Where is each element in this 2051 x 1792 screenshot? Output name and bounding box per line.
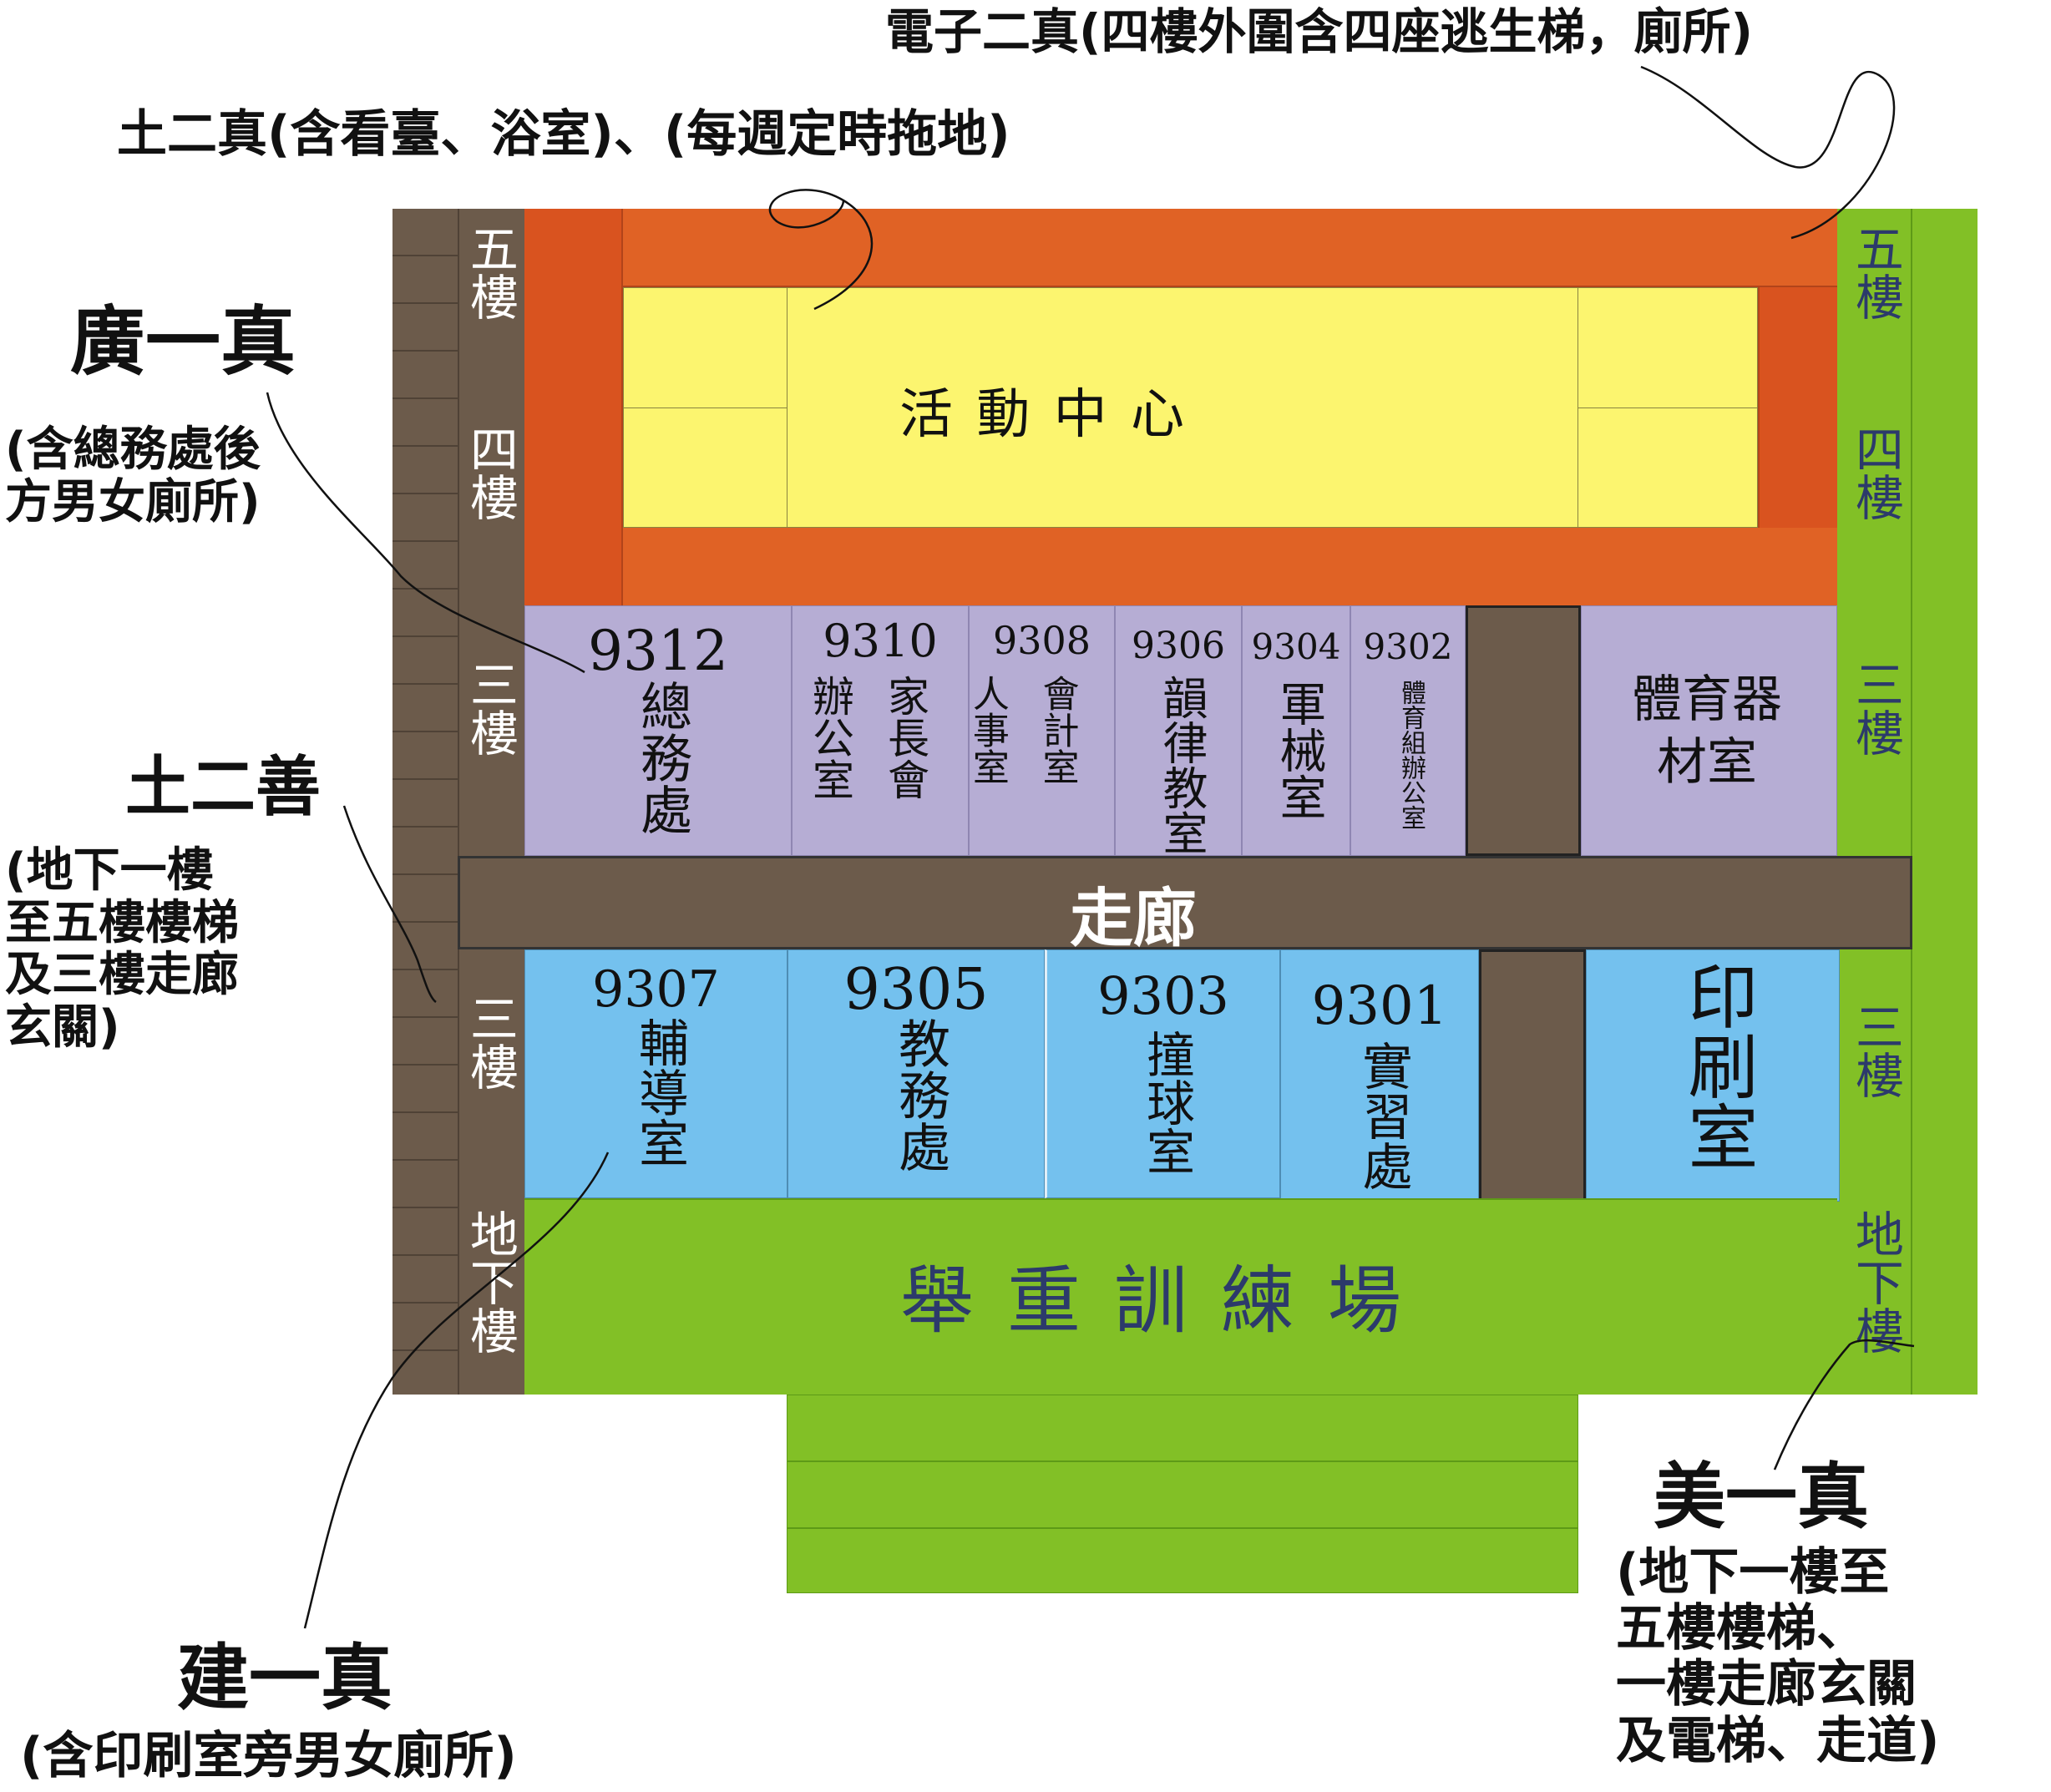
room-9301: 9301 實習處: [1280, 949, 1479, 1202]
perimeter-left-stair: [524, 209, 623, 605]
left-label-fourth: 四樓: [461, 424, 519, 521]
room-number: 9305: [843, 957, 989, 1023]
room-9304: 9304 軍械室: [1242, 605, 1350, 856]
right-floor-column: [1837, 209, 1912, 1395]
room-name: 教務處: [889, 1017, 950, 1172]
right-label-fifth: 五樓: [1846, 224, 1904, 321]
sports-equipment-room: 體育器材室: [1581, 605, 1837, 856]
room-name: 軍械室: [1272, 680, 1326, 820]
room-name: 韻律教室: [1155, 675, 1208, 855]
left-label-third-lower: 三樓: [461, 994, 519, 1091]
annotation-tu-title: 土二善: [125, 750, 322, 825]
room-number: 9301: [1311, 975, 1448, 1037]
left-stair-outer: [392, 209, 458, 1395]
corridor-label: 走廊: [1070, 881, 1197, 955]
room-9305: 9305 教務處: [787, 949, 1045, 1198]
room-number: 9306: [1132, 625, 1225, 667]
left-label-fifth: 五樓: [461, 224, 519, 321]
corridor: 走廊: [458, 856, 1912, 955]
right-stair-outer: [1912, 209, 1978, 1395]
perimeter-top-line: [623, 286, 1837, 287]
room-number: 9304: [1251, 626, 1341, 667]
annotation-electronics: 電子二真(四樓外圍含四座逃生梯，廁所): [885, 3, 1754, 60]
annotation-guang-title: 廣一真: [70, 298, 296, 386]
annotation-jian-title: 建一真: [177, 1637, 392, 1720]
room-9307: 9307 輔導室: [524, 949, 787, 1198]
room-number: 9310: [823, 615, 938, 667]
room-9302: 9302 體育組辦公室: [1350, 605, 1466, 856]
activity-center-label: 活 動 中 心: [899, 384, 1188, 446]
annotation-jian-desc: (含印刷室旁男女廁所): [20, 1727, 517, 1785]
annotation-tu-desc: (地下一樓 至五樓樓梯 及三樓走廊 玄關): [5, 843, 239, 1055]
right-label-basement: 地下樓: [1846, 1209, 1904, 1354]
room-number: 9303: [1097, 965, 1229, 1026]
room-name: 家長會辦公室: [806, 675, 929, 800]
perimeter-right-stair: [1758, 287, 1837, 528]
room-9312: 9312 總務處: [524, 605, 792, 856]
room-name: 體育組辦公室: [1396, 680, 1426, 830]
room-name: 會計室人事室: [965, 675, 1079, 785]
room-9308: 9308 會計室人事室: [965, 605, 1115, 856]
sports-room-name: 體育器材室: [1632, 671, 1782, 792]
print-room: 印刷室: [1586, 949, 1840, 1202]
right-label-fourth: 四樓: [1846, 424, 1904, 521]
room-number: 9302: [1363, 626, 1453, 667]
left-label-basement: 地下樓: [461, 1209, 519, 1354]
print-room-label: 印刷室: [1677, 960, 1759, 1171]
room-9310: 9310 家長會辦公室: [792, 605, 969, 856]
room-number: 9307: [592, 960, 720, 1019]
room-name: 撞球室: [1138, 1030, 1195, 1175]
upper-stairwell: [1466, 605, 1581, 856]
weightlifting-area: 舉 重 訓 練 場: [524, 1198, 1837, 1395]
right-label-third-upper: 三樓: [1846, 660, 1904, 757]
room-number: 9312: [588, 619, 728, 683]
left-label-third-upper: 三樓: [461, 660, 519, 757]
right-label-third-lower: 三樓: [1846, 1002, 1904, 1099]
room-9306: 9306 韻律教室: [1115, 605, 1242, 856]
annotation-mei-title: 美一真: [1653, 1455, 1869, 1539]
room-number: 9308: [992, 618, 1091, 663]
sports-equipment-label: 體育器材室: [1623, 669, 1790, 794]
room-9303: 9303 撞球室: [1045, 949, 1280, 1198]
room-name: 輔導室: [630, 1017, 689, 1167]
front-steps: [787, 1395, 1578, 1593]
room-name: 總務處: [631, 680, 692, 835]
activity-center: 活 動 中 心: [623, 287, 1758, 528]
annotation-mei-desc: (地下一樓至 五樓樓梯、 一樓走廊玄關 及電梯、走道): [1616, 1543, 1940, 1770]
room-name: 實習處: [1354, 1040, 1412, 1191]
annotation-civil-top: 土二真(含看臺、浴室)、(每週定時拖地): [117, 105, 1010, 164]
lower-stairwell: [1479, 949, 1586, 1202]
weightlifting-label: 舉 重 訓 練 場: [900, 1258, 1406, 1344]
annotation-guang-desc: (含總務處後 方男女廁所): [5, 423, 261, 529]
